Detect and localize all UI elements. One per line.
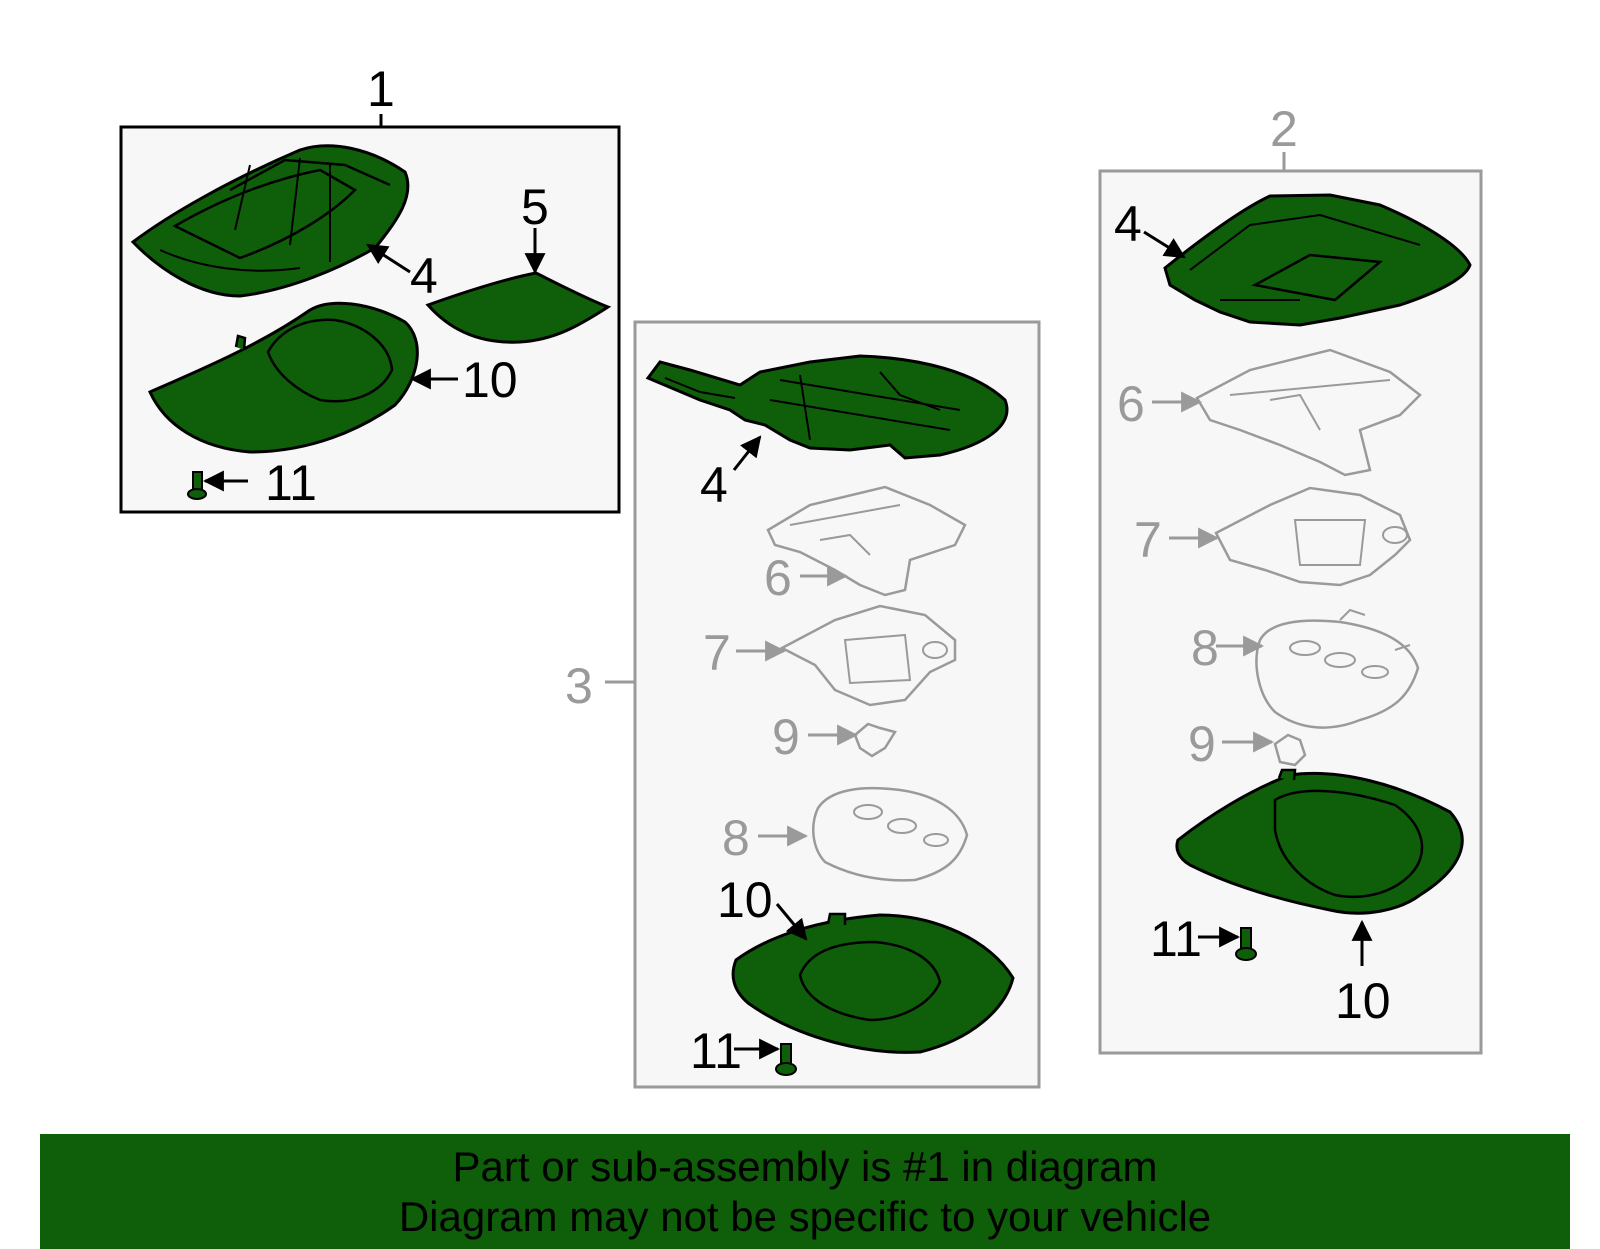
callout-11-box3: 11 [690,1023,742,1079]
callout-8-box2: 8 [1191,620,1219,676]
callout-10-box1: 10 [462,352,518,408]
callout-7-box3: 7 [703,625,731,681]
callout-6-box2: 6 [1117,376,1145,432]
overhead-console-housing-illustration [645,354,1009,460]
banner-line-1: Part or sub-assembly is #1 in diagram [452,1142,1158,1190]
callout-3: 3 [565,658,593,714]
switch-housing-illustration [779,604,957,707]
callout-8-box3: 8 [722,810,750,866]
callout-4-box2: 4 [1114,196,1142,252]
info-banner: Part or sub-assembly is #1 in diagram Di… [40,1134,1570,1249]
console-cover-illustration [148,301,419,454]
callout-9-box3: 9 [772,709,800,765]
callout-10-box3: 10 [717,872,773,928]
callout-5: 5 [521,179,549,235]
callout-6-box3: 6 [764,550,792,606]
callout-4-box3: 4 [700,457,728,513]
bracket-illustration [766,485,967,597]
bracket-illustration [1195,348,1422,477]
callout-11-box2: 11 [1150,911,1202,967]
console-cover-illustration [1175,768,1464,915]
callout-9-box2: 9 [1188,716,1216,772]
overhead-console-housing-illustration [1163,193,1472,327]
lens-illustration [425,271,612,344]
screw-illustration [1235,927,1257,961]
callout-4-box1: 4 [410,248,438,304]
screw-illustration [775,1043,797,1076]
screw-illustration [187,471,207,500]
callout-10-box2: 10 [1335,973,1391,1029]
callout-2: 2 [1270,101,1298,157]
callout-7-box2: 7 [1134,512,1162,568]
assembly-2-group: 2 4 6 7 8 [1098,101,1483,1055]
callout-11-box1: 11 [265,455,317,511]
overhead-console-housing-illustration [130,144,410,298]
console-cover-illustration [731,912,1015,1054]
assembly-3-group: 3 4 6 7 9 [565,320,1041,1089]
lamp-unit-illustration [812,786,969,882]
callout-1: 1 [367,61,395,117]
switch-housing-illustration [1214,486,1412,587]
assembly-1-group: 1 4 5 10 11 [119,61,621,514]
bulb-illustration [1273,733,1307,767]
bulb-illustration [853,722,897,758]
banner-line-2: Diagram may not be specific to your vehi… [398,1192,1212,1240]
lamp-unit-illustration [1255,608,1420,729]
